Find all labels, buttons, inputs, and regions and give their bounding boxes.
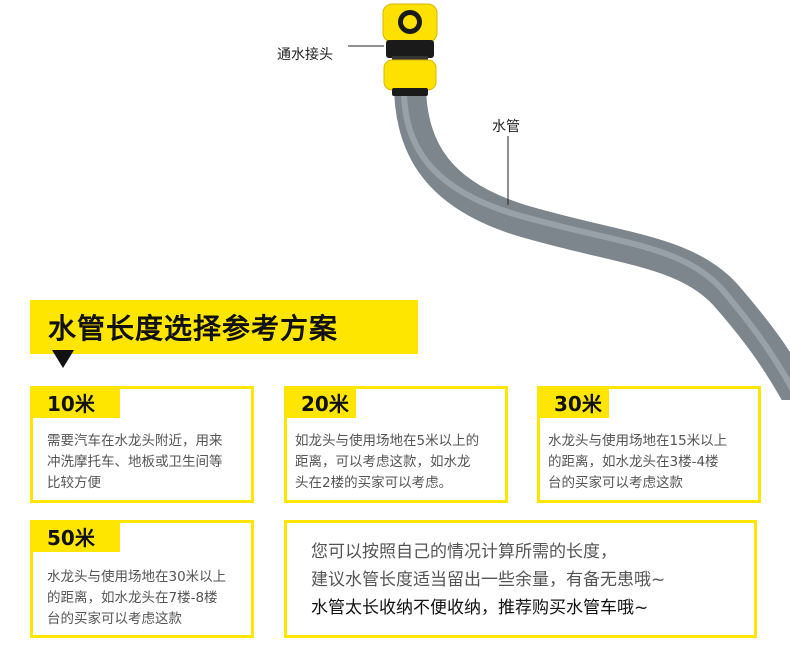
hose-illustration (348, 3, 790, 400)
option-title: 30米 (554, 392, 602, 416)
connector-label: 通水接头 (277, 47, 333, 63)
option-title: 20米 (301, 392, 349, 416)
quick-connector (382, 3, 438, 96)
option-description: 水龙头与使用场地在30米以上 的距离，如水龙头在7楼-8楼 台的买家可以考虑这款 (47, 569, 227, 627)
option-description: 如龙头与使用场地在5米以上的 距离，可以考虑这款，如水龙 头在2楼的买家可以考虑… (295, 433, 480, 491)
advice-note: 您可以按照自己的情况计算所需的长度， 建议水管长度适当留出一些余量，有备无患哦~… (284, 520, 757, 638)
headline-title: 水管长度选择参考方案 (48, 312, 339, 345)
option-card-20m: 20米 如龙头与使用场地在5米以上的 距离，可以考虑这款，如水龙 头在2楼的买家… (284, 386, 508, 503)
note-line-3: 水管太长收纳不便收纳，推荐购买水管车哦~ (311, 598, 649, 618)
down-arrow-icon (52, 350, 74, 368)
option-description: 需要汽车在水龙头附近，用来 冲洗摩托车、地板或卫生间等 比较方便 (47, 433, 223, 491)
option-card-30m: 30米 水龙头与使用场地在15米以上 的距离，如水龙头在3楼-4楼 台的买家可以… (537, 386, 761, 503)
note-line-1: 您可以按照自己的情况计算所需的长度， (311, 542, 617, 562)
headline-banner (30, 300, 418, 354)
option-card-10m: 10米 需要汽车在水龙头附近，用来 冲洗摩托车、地板或卫生间等 比较方便 (30, 386, 254, 503)
option-card-50m: 50米 水龙头与使用场地在30米以上 的距离，如水龙头在7楼-8楼 台的买家可以… (30, 520, 254, 638)
option-title: 50米 (47, 526, 95, 550)
option-description: 水龙头与使用场地在15米以上 的距离，如水龙头在3楼-4楼 台的买家可以考虑这款 (548, 433, 728, 491)
option-title: 10米 (47, 392, 95, 416)
hose-tube (394, 68, 790, 400)
hose-label: 水管 (492, 119, 520, 135)
note-line-2: 建议水管长度适当留出一些余量，有备无患哦~ (311, 570, 666, 590)
hose-highlight (401, 89, 790, 392)
